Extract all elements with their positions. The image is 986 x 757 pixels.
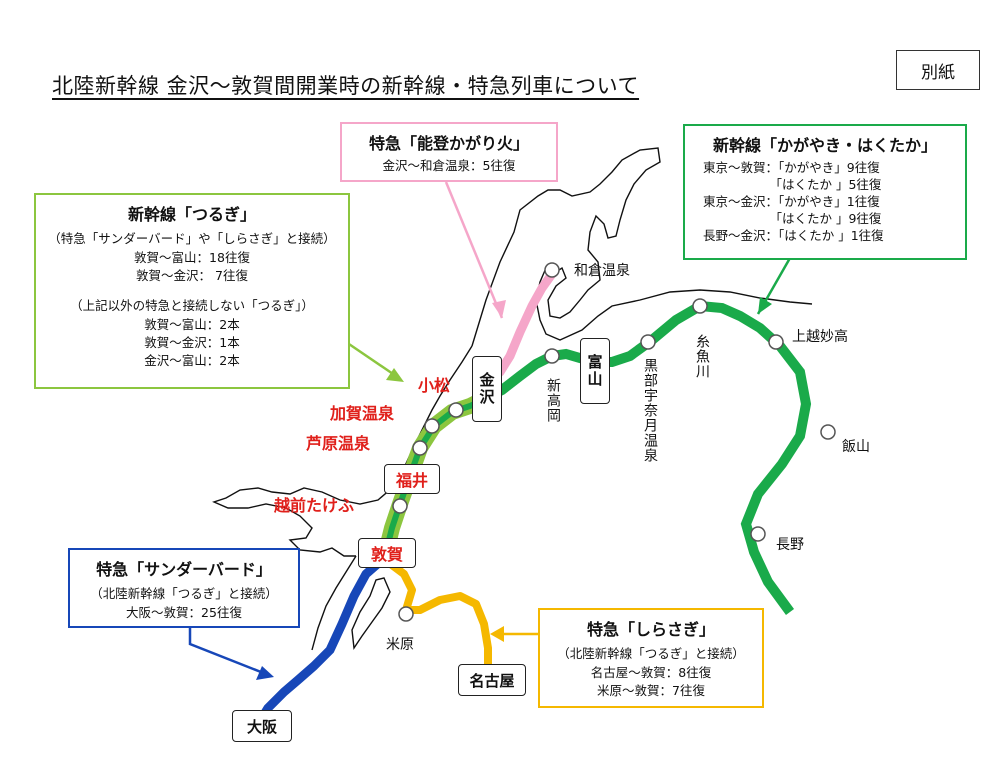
box-shirasagi-subtitle: （北陸新幹線「つるぎ」と接続） (557, 646, 745, 661)
station-dot-itoigawa (692, 298, 708, 314)
box-noto-title: 特急「能登かがり火」 (368, 134, 529, 153)
station-label-kurobe: 黒部宇奈月温泉 (642, 358, 658, 463)
box-tsurugi-line: 敦賀～富山：2本 (144, 317, 240, 332)
station-dot-awara (412, 440, 428, 456)
station-dot-nagano (750, 526, 766, 542)
box-thunderbird-title: 特急「サンダーバード」 (96, 560, 272, 579)
page-title: 北陸新幹線 金沢～敦賀間開業時の新幹線・特急列車について (52, 74, 640, 98)
coastline-south (311, 555, 357, 651)
station-tsuruga: 敦賀 (358, 538, 416, 568)
box-shirasagi-line: 米原～敦賀：7往復 (597, 683, 705, 698)
box-shirasagi-title: 特急「しらさぎ」 (586, 620, 715, 639)
station-kanazawa: 金沢 (472, 356, 502, 422)
arrow-noto (444, 181, 506, 319)
box-tsurugi-line: 金沢～富山：2本 (144, 353, 240, 368)
station-fukui: 福井 (384, 464, 440, 494)
station-dot-komatsu (448, 402, 464, 418)
arrow-kagayaki (756, 257, 792, 315)
lake-biwa (351, 577, 391, 650)
box-thunderbird-subtitle: （北陸新幹線「つるぎ」と接続） (90, 586, 278, 601)
shirasagi-line (385, 558, 492, 668)
box-noto: 特急「能登かがり火」 金沢～和倉温泉：5往復 (340, 122, 558, 182)
station-label-komatsu: 小松 (418, 376, 451, 395)
station-label-echizen: 越前たけふ (274, 496, 355, 515)
box-noto-line: 金沢～和倉温泉：5往復 (382, 158, 516, 173)
box-thunderbird: 特急「サンダーバード」 （北陸新幹線「つるぎ」と接続） 大阪～敦賀：25往復 (68, 548, 300, 628)
station-dot-kaga (424, 418, 440, 434)
station-nagoya: 名古屋 (458, 664, 526, 696)
box-tsurugi-line: 敦賀～金沢： 7往復 (136, 268, 248, 283)
box-kagayaki-line: 長野～金沢：「はくたか 」1往復 (703, 228, 884, 243)
box-kagayaki-line: 「はくたか 」9往復 (703, 211, 882, 226)
station-label-joetsu: 上越妙高 (792, 329, 848, 345)
station-label-awara: 芦原温泉 (306, 434, 371, 453)
station-dot-maibara (398, 606, 414, 622)
station-label-kaga: 加賀温泉 (330, 404, 395, 423)
box-kagayaki: 新幹線「かがやき・はくたか」 東京～敦賀：「かがやき」9往復 「はくたか 」5往… (683, 124, 967, 260)
box-shirasagi: 特急「しらさぎ」 （北陸新幹線「つるぎ」と接続） 名古屋～敦賀：8往復 米原～敦… (538, 608, 764, 708)
station-label-maibara: 米原 (386, 637, 414, 653)
station-label-iiyama: 飯山 (842, 439, 870, 455)
arrow-thunderbird (188, 624, 274, 680)
station-dot-echizen (392, 498, 408, 514)
box-shirasagi-line: 名古屋～敦賀：8往復 (590, 665, 712, 680)
box-kagayaki-title: 新幹線「かがやき・はくたか」 (712, 136, 937, 155)
attachment-label: 別紙 (896, 50, 980, 90)
station-dot-iiyama (820, 424, 836, 440)
thunderbird-line (258, 556, 385, 721)
station-dot-kurobe (640, 334, 656, 350)
station-osaka: 大阪 (232, 710, 292, 742)
box-tsurugi-subtitle: （特急「サンダーバード」や「しらさぎ」と接続） (48, 231, 336, 246)
box-tsurugi-title: 新幹線「つるぎ」 (127, 205, 256, 224)
coastline (471, 147, 813, 347)
station-label-wakura: 和倉温泉 (574, 263, 630, 279)
station-label-shintakaoka: 新高岡 (545, 378, 561, 423)
box-kagayaki-line: 「はくたか 」5往復 (703, 177, 882, 192)
station-label-itoigawa: 糸魚川 (694, 334, 710, 379)
arrow-shirasagi (490, 626, 538, 642)
box-tsurugi-line: 敦賀～富山：18往復 (134, 250, 250, 265)
station-dot-wakura (544, 262, 560, 278)
station-dot-shintakaoka (544, 348, 560, 364)
box-kagayaki-line: 東京～金沢：「かがやき」1往復 (703, 194, 880, 209)
station-label-nagano: 長野 (776, 537, 804, 553)
box-tsurugi: 新幹線「つるぎ」 （特急「サンダーバード」や「しらさぎ」と接続） 敦賀～富山：1… (34, 193, 350, 389)
station-dot-joetsu (768, 334, 784, 350)
arrow-tsurugi (345, 340, 404, 382)
station-toyama: 富山 (580, 338, 610, 404)
box-tsurugi-note: （上記以外の特急と接続しない「つるぎ」） (70, 298, 314, 313)
box-tsurugi-line: 敦賀～金沢：1本 (144, 335, 240, 350)
box-thunderbird-line: 大阪～敦賀：25往復 (126, 605, 242, 620)
box-kagayaki-line: 東京～敦賀：「かがやき」9往復 (703, 160, 880, 175)
